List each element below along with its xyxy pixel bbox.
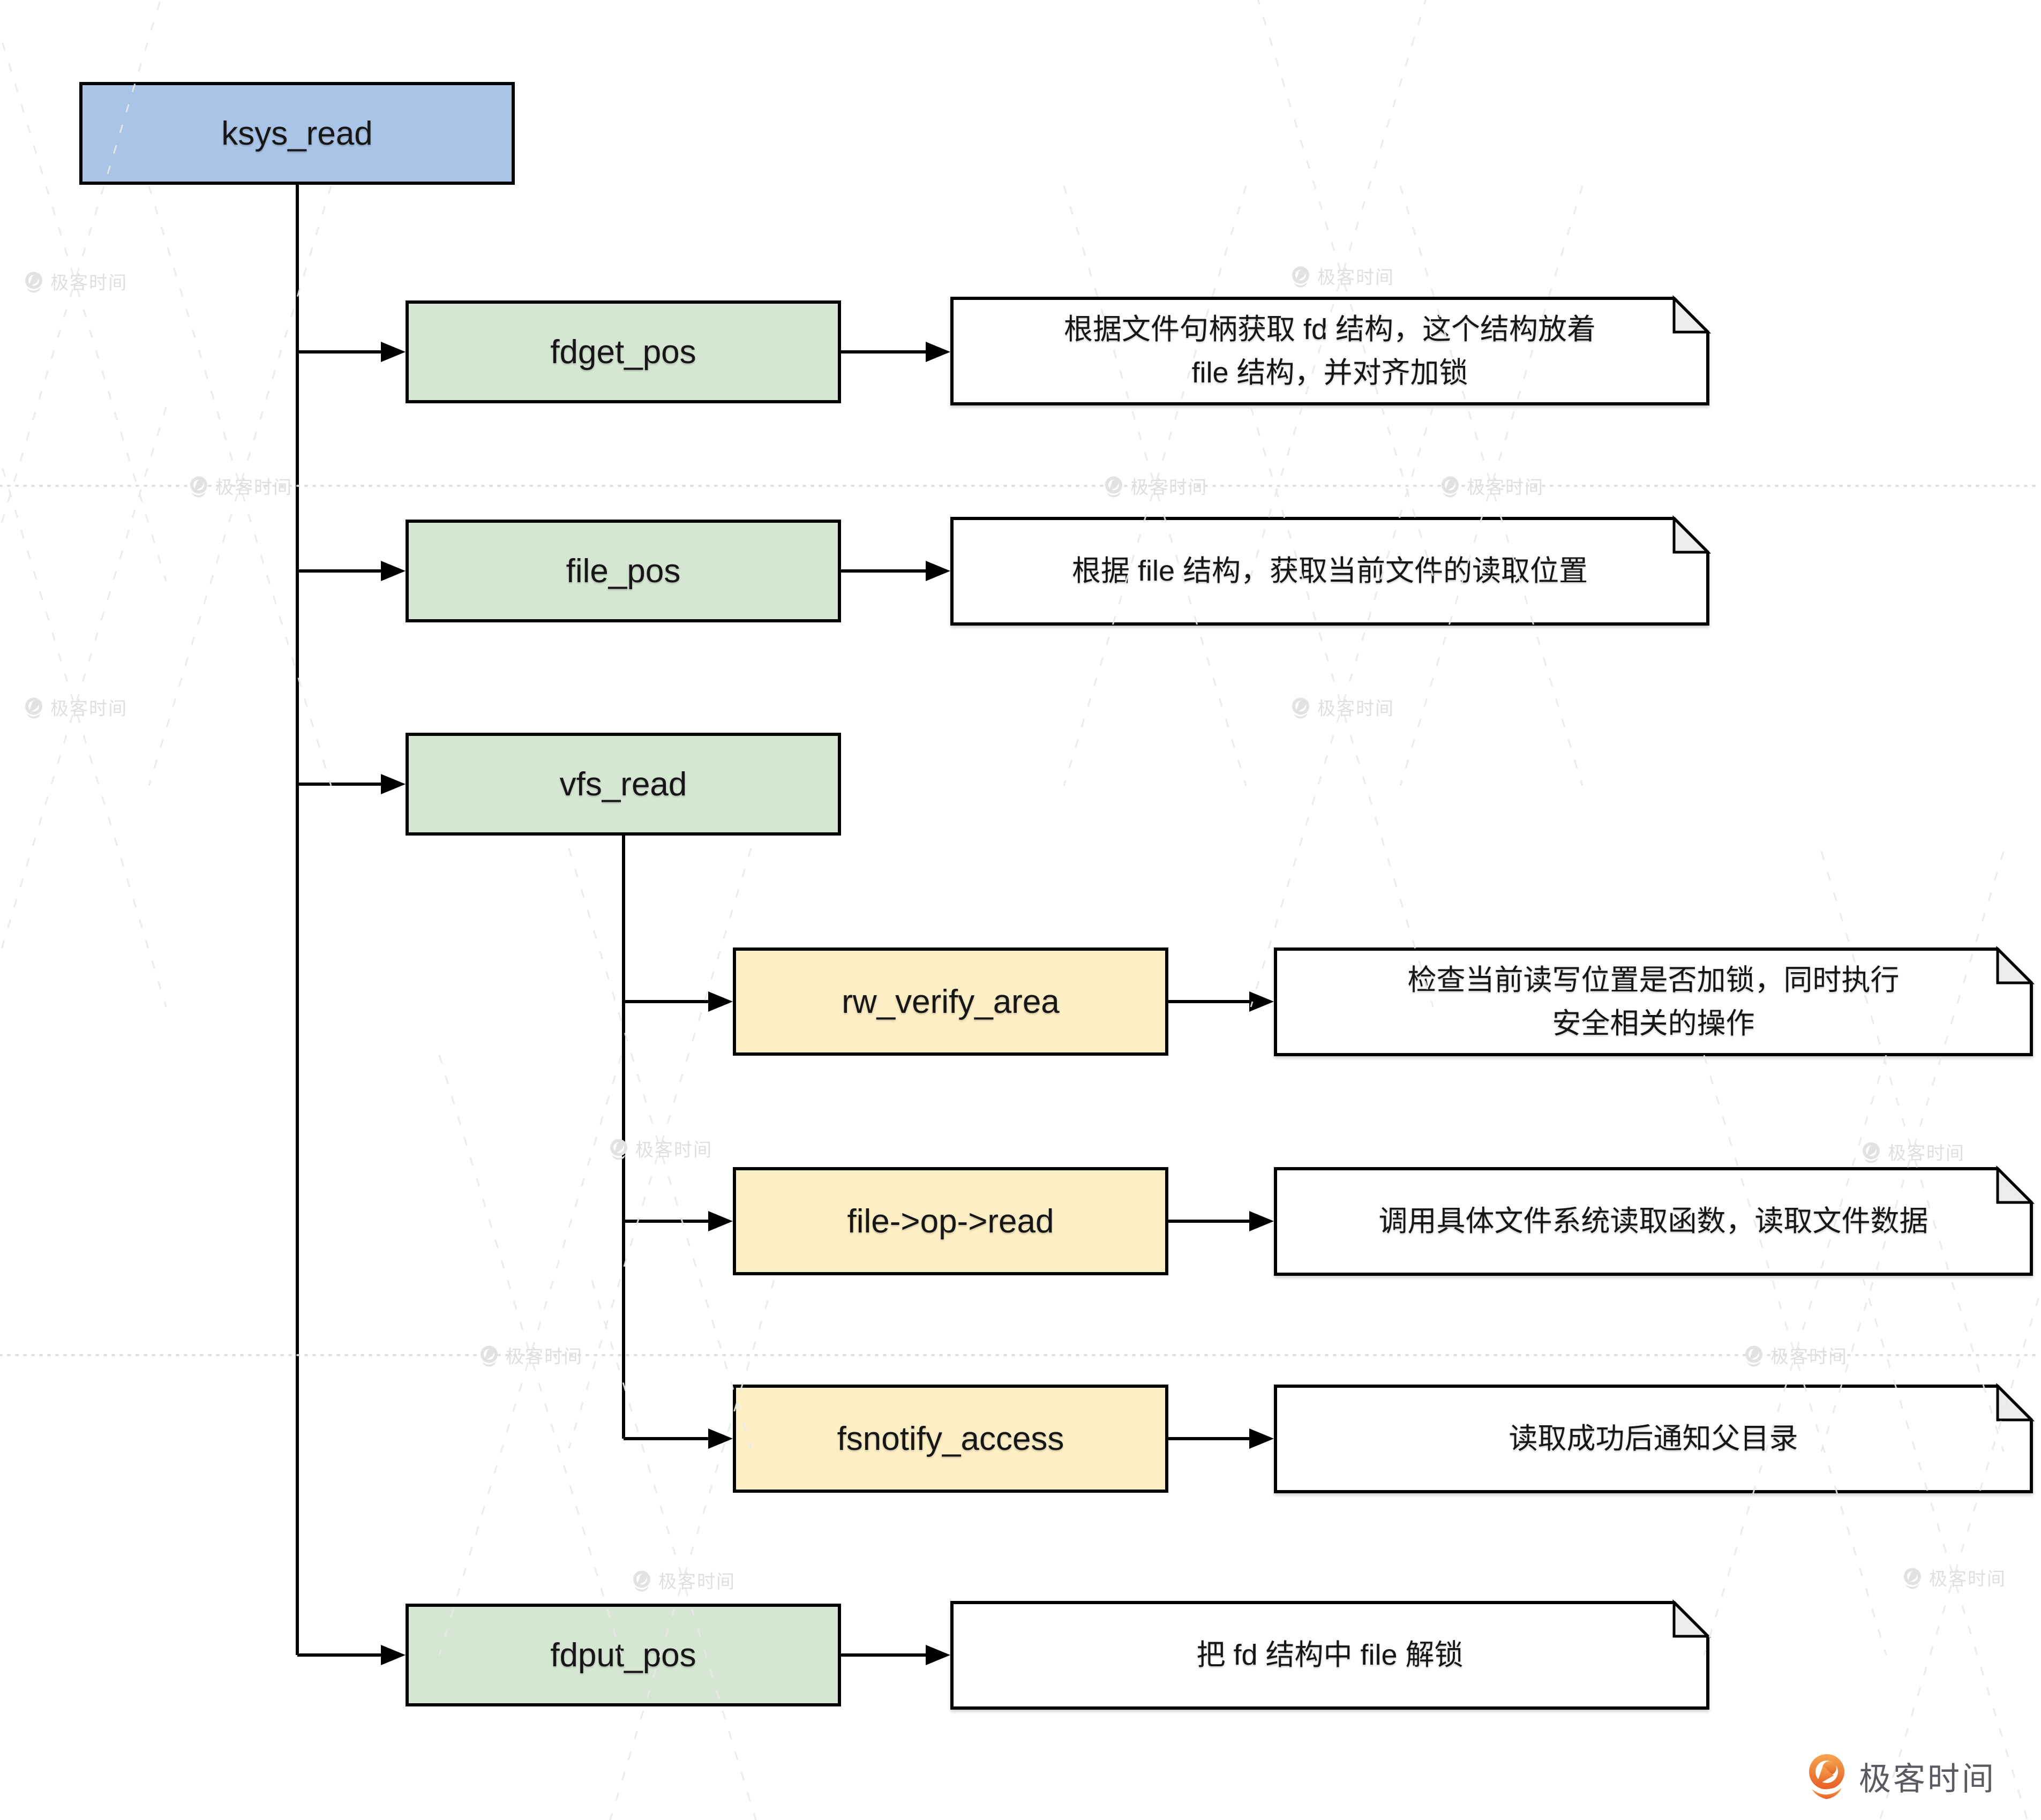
watermark: 极客时间 bbox=[1289, 694, 1394, 720]
watermark: 极客时间 bbox=[1901, 1565, 2006, 1591]
node-label: ksys_read bbox=[221, 115, 373, 152]
note-fdput-pos: 把 fd 结构中 file 解锁 bbox=[950, 1599, 1712, 1710]
node-ksys-read: ksys_read bbox=[79, 82, 515, 185]
node-file-pos: file_pos bbox=[406, 520, 841, 622]
watermark-logo-icon bbox=[1904, 1568, 1921, 1589]
node-fdput-pos: fdput_pos bbox=[406, 1604, 841, 1706]
note-file-pos: 根据 file 结构，获取当前文件的读取位置 bbox=[950, 515, 1712, 626]
node-label: file->op->read bbox=[847, 1202, 1054, 1240]
watermark-logo-icon bbox=[481, 1345, 498, 1366]
watermark: 极客时间 bbox=[22, 694, 127, 720]
note-fdget-pos: 根据文件句柄获取 fd 结构，这个结构放着 file 结构，并对齐加锁 bbox=[950, 295, 1712, 405]
node-fdget-pos: fdget_pos bbox=[406, 300, 841, 403]
watermark: 极客时间 bbox=[1860, 1139, 1965, 1165]
node-fsnotify-access: fsnotify_access bbox=[733, 1385, 1168, 1493]
watermark-logo-icon bbox=[190, 476, 207, 497]
node-label: rw_verify_area bbox=[842, 983, 1060, 1020]
watermark: 极客时间 bbox=[1439, 473, 1544, 499]
watermark: 极客时间 bbox=[1743, 1342, 1848, 1368]
note-text: 读取成功后通知父目录 bbox=[1509, 1423, 1798, 1455]
watermark-logo-icon bbox=[1292, 697, 1309, 718]
watermark: 极客时间 bbox=[607, 1135, 712, 1162]
watermark: 极客时间 bbox=[187, 473, 292, 499]
geektime-logo-text: 极客时间 bbox=[1859, 1761, 1996, 1797]
node-label: fsnotify_access bbox=[837, 1420, 1064, 1457]
note-text: 根据文件句柄获取 fd 结构，这个结构放着 file 结构，并对齐加锁 bbox=[1063, 313, 1596, 389]
note-text: 根据 file 结构，获取当前文件的读取位置 bbox=[1071, 555, 1588, 587]
folded-corner-icon bbox=[1672, 295, 1712, 334]
note-shape bbox=[950, 1599, 1712, 1710]
watermark: 极客时间 bbox=[631, 1567, 736, 1593]
node-label: fdput_pos bbox=[550, 1636, 696, 1674]
watermark: 极客时间 bbox=[478, 1342, 583, 1368]
note-text: 检查当前读写位置是否加锁，同时执行 安全相关的操作 bbox=[1407, 964, 1900, 1040]
folded-corner-icon bbox=[1672, 1599, 1712, 1638]
watermark-logo-icon bbox=[1292, 266, 1309, 287]
watermark-logo-icon bbox=[1745, 1345, 1762, 1366]
note-text: 调用具体文件系统读取函数，读取文件数据 bbox=[1378, 1205, 1929, 1237]
note-rw-verify-area: 检查当前读写位置是否加锁，同时执行 安全相关的操作 bbox=[1274, 945, 2035, 1056]
geektime-logo-icon bbox=[1808, 1754, 1845, 1799]
watermark-logo-icon bbox=[610, 1139, 627, 1160]
node-label: vfs_read bbox=[559, 765, 687, 803]
note-fsnotify-access: 读取成功后通知父目录 bbox=[1274, 1382, 2035, 1493]
node-rw-verify-area: rw_verify_area bbox=[733, 947, 1168, 1056]
watermark-logo-icon bbox=[1442, 476, 1459, 497]
node-label: fdget_pos bbox=[550, 333, 696, 371]
note-text: 把 fd 结构中 file 解锁 bbox=[1196, 1639, 1464, 1671]
watermark: 极客时间 bbox=[22, 268, 127, 295]
node-label: file_pos bbox=[566, 552, 681, 590]
geektime-logo: 极客时间 bbox=[1804, 1753, 1996, 1800]
watermark: 极客时间 bbox=[1289, 263, 1394, 289]
watermark-logo-icon bbox=[1105, 476, 1122, 497]
note-file-op-read: 调用具体文件系统读取函数，读取文件数据 bbox=[1274, 1165, 2035, 1276]
watermark-logo-icon bbox=[633, 1570, 650, 1591]
watermark-logo-icon bbox=[1863, 1142, 1880, 1163]
node-vfs-read: vfs_read bbox=[406, 733, 841, 836]
folded-corner-icon bbox=[1672, 515, 1712, 554]
watermark: 极客时间 bbox=[1102, 473, 1207, 499]
watermark-logo-icon bbox=[25, 697, 42, 718]
node-file-op-read: file->op->read bbox=[733, 1167, 1168, 1275]
watermark-logo-icon bbox=[25, 272, 42, 292]
